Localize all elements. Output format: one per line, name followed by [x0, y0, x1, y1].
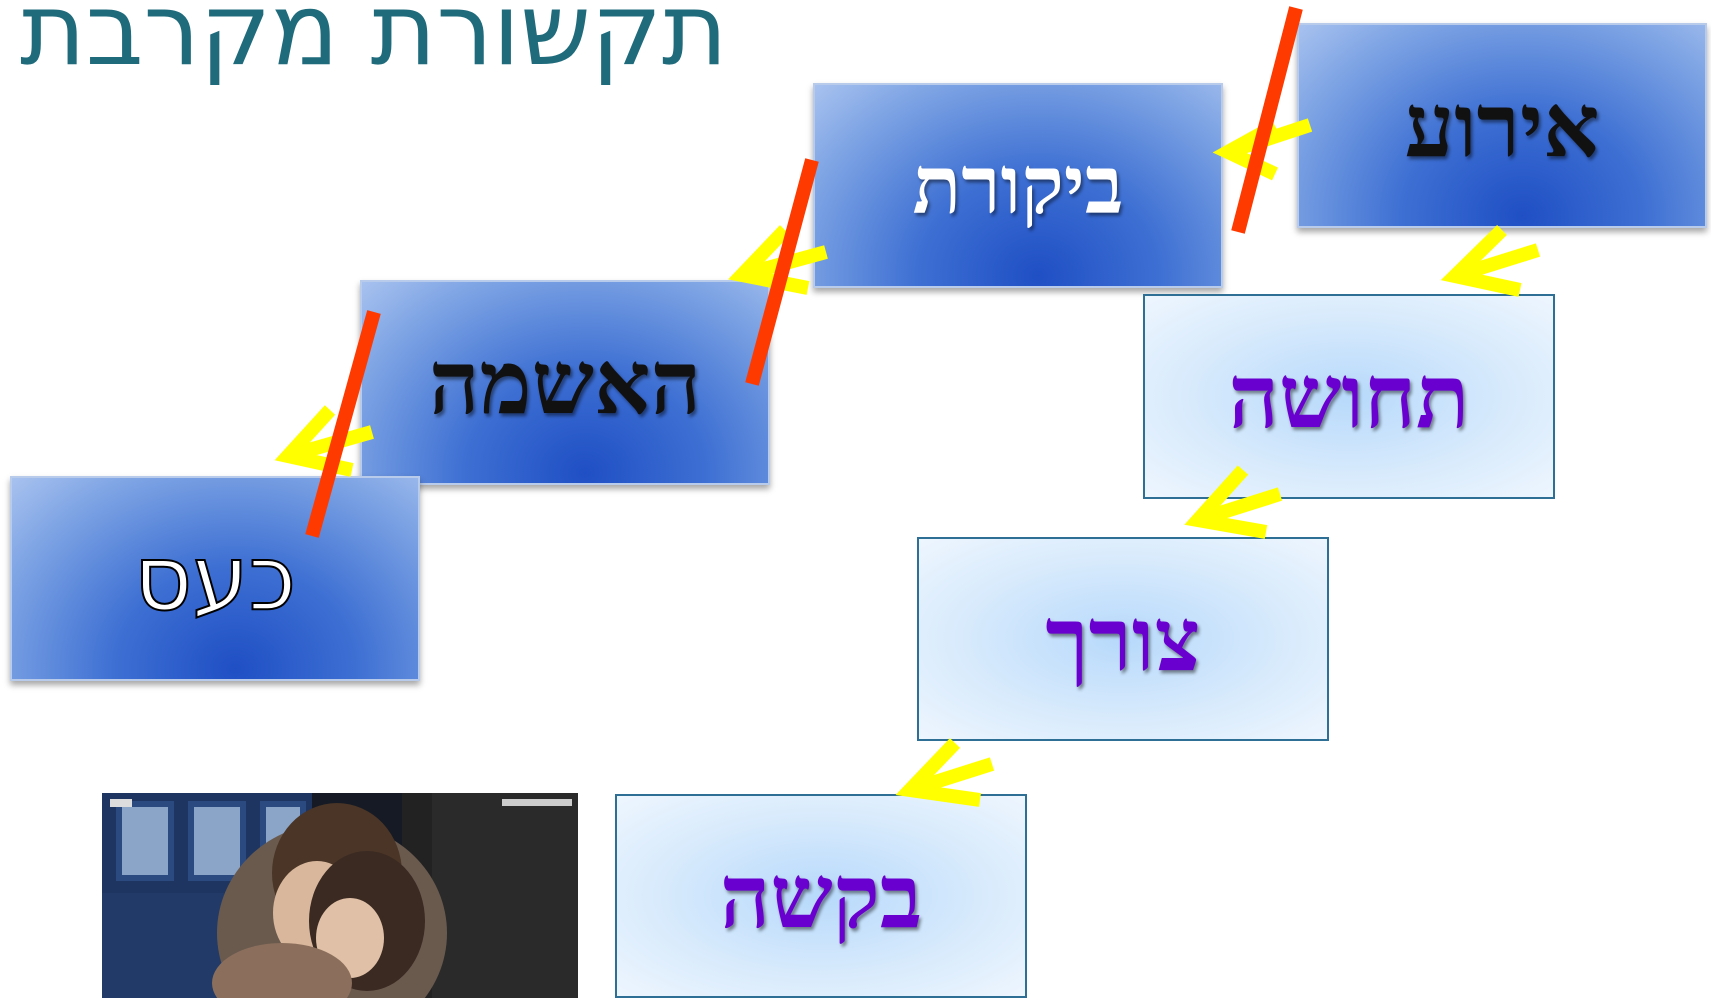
- box-criticism-label: ביקורת: [912, 138, 1124, 232]
- box-anger: כעס: [10, 476, 420, 681]
- box-blame: האשמה: [360, 280, 770, 485]
- box-blame-label: האשמה: [428, 330, 702, 434]
- box-event: אירוע: [1297, 23, 1707, 228]
- arrow-need-to-request: [895, 738, 995, 807]
- hug-photo: [102, 793, 578, 998]
- arrow-event-to-feeling: [1440, 224, 1541, 297]
- box-anger-label: כעס: [133, 525, 297, 632]
- hug-photo-image: [102, 793, 578, 998]
- box-feeling: תחושה: [1143, 294, 1555, 499]
- box-need-label: צורך: [1045, 586, 1201, 691]
- box-need: צורך: [917, 537, 1329, 741]
- box-criticism: ביקורת: [813, 83, 1223, 288]
- box-feeling-label: תחושה: [1228, 344, 1470, 448]
- box-request-label: בקשה: [719, 843, 923, 948]
- box-request: בקשה: [615, 794, 1027, 998]
- strike-event-criticism: [1231, 6, 1303, 234]
- box-event-label: אירוע: [1404, 73, 1600, 177]
- slide-title: תקשורת מקרבת: [20, 0, 728, 88]
